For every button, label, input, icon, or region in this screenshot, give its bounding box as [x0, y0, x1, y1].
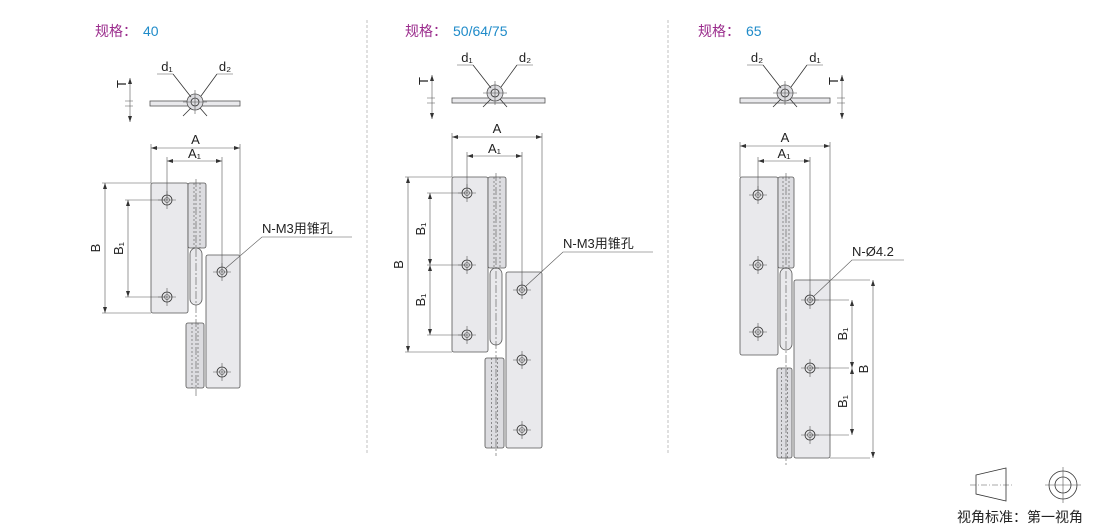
hole-note-label: N-M3用锥孔 [262, 221, 333, 236]
dim-label-t: T [114, 80, 129, 88]
extension-line [125, 100, 133, 107]
extension-line [405, 176, 452, 353]
panel-title-value: 50/64/75 [453, 23, 508, 39]
dim-label-a1: A₁ [488, 141, 502, 156]
hidden-line [193, 183, 201, 248]
dim-label-d: d₁ [161, 59, 173, 74]
dim-label-b1: B₁ [835, 327, 850, 341]
dim-label-d: d₁ [809, 50, 821, 65]
lower-knuckle [185, 322, 205, 389]
dim-label-d: d₂ [519, 50, 531, 65]
hidden-line [491, 358, 498, 448]
panel-title-key: 规格： [405, 24, 447, 40]
dim-label-b: B [88, 244, 103, 253]
leader-line [172, 73, 218, 117]
hole-note-label: N-Ø4.2 [852, 244, 894, 259]
panel-title-value: 65 [746, 23, 762, 39]
panel-title-key: 规格： [95, 24, 137, 40]
centerline [483, 81, 507, 105]
dim-label-d: d₁ [461, 50, 473, 65]
dim-label-b1: B₁ [413, 293, 428, 307]
hinge-panel-3: d₂ d₁ T AA₁ B B₁ B₁ N-Ø4.2 [739, 50, 904, 466]
dim-label-b1: B₁ [835, 394, 850, 408]
dim-label-b: B [856, 365, 871, 374]
leader-line [525, 251, 653, 287]
extension-line [739, 142, 831, 300]
hidden-line [191, 323, 199, 388]
dim-label-t: T [826, 77, 841, 85]
extension-line [451, 133, 543, 290]
left-leaf [451, 176, 489, 353]
dim-label-a: A [781, 130, 790, 145]
hidden-line [782, 177, 790, 268]
dim-label-b: B [391, 260, 406, 269]
dim-label-b1: B₁ [413, 222, 428, 236]
extension-line [427, 97, 435, 104]
dim-label-a1: A₁ [777, 146, 791, 161]
upper-knuckle [187, 182, 207, 249]
arrowhead [758, 159, 810, 163]
hidden-line [781, 368, 788, 458]
right-leaf [205, 254, 241, 389]
extension-line [837, 97, 845, 104]
dim-label-d: d₂ [219, 59, 231, 74]
centerline [773, 81, 797, 105]
panel-title-key: 规格： [698, 24, 740, 40]
hinge-panel-1: d₁ d₂ T AA₁ B B₁ N-M3用锥孔 [88, 59, 352, 396]
right-leaf [793, 279, 831, 459]
lower-knuckle [484, 357, 505, 449]
arrowhead [167, 159, 222, 163]
extension-line [830, 279, 870, 459]
dim-label-a: A [493, 121, 502, 136]
centerline [213, 363, 231, 381]
left-leaf [739, 176, 779, 356]
dim-label-t: T [416, 77, 431, 85]
dim-label-d: d₂ [751, 50, 763, 65]
left-leaf [150, 182, 189, 314]
leader-line [472, 64, 518, 108]
extension-line [150, 144, 241, 272]
arrowhead [467, 154, 522, 158]
dim-label-a: A [191, 132, 200, 147]
dim-label-a1: A₁ [188, 146, 202, 161]
centerline [749, 323, 767, 341]
first-angle-projection-symbol: 视角标准：第一视角 [957, 467, 1083, 526]
centerline [183, 90, 207, 114]
extension-line [102, 182, 151, 314]
hole-note-label: N-M3用锥孔 [563, 236, 634, 251]
centerline [513, 421, 531, 439]
dim-label-b1: B₁ [111, 241, 126, 255]
centerline [513, 351, 531, 369]
leader-line [762, 64, 808, 108]
lower-knuckle [776, 367, 793, 459]
hidden-line [493, 177, 501, 268]
upper-knuckle [487, 176, 507, 269]
hinge-panel-2: d₁ d₂ T A A₁ B B₁ B₁ N-M3用锥孔 [391, 50, 653, 456]
leader-line [813, 259, 904, 297]
centerline [749, 256, 767, 274]
projection-label: 视角标准：第一视角 [957, 509, 1083, 526]
leader-line [225, 236, 352, 269]
panel-title-value: 40 [143, 23, 159, 39]
